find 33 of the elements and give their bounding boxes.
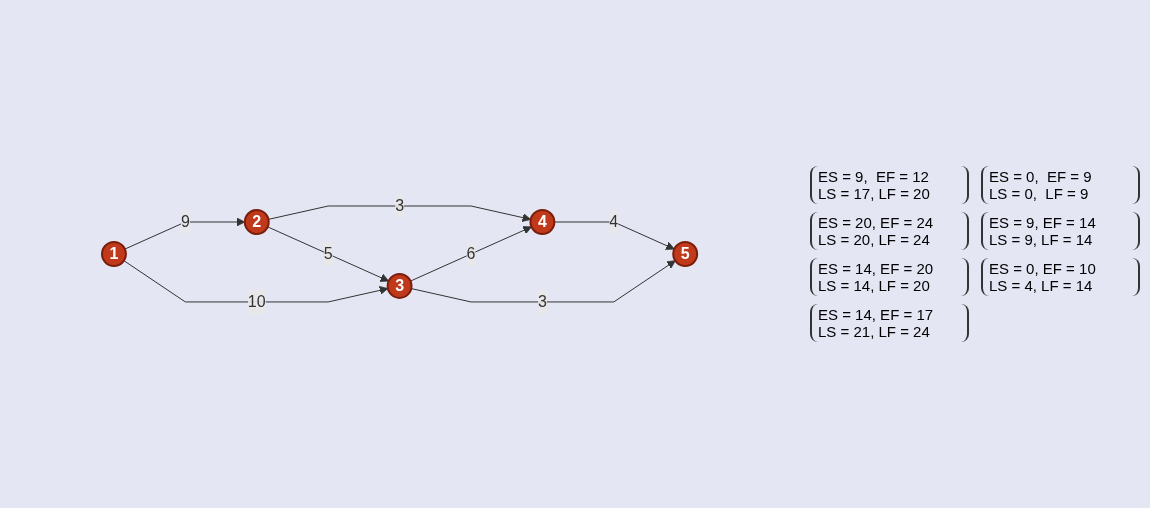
arrow [124,217,246,250]
arrow [411,260,677,303]
node-circle: 5 [672,241,699,267]
timing-note: LS = 20, LF = 24 [818,231,931,248]
edge-label: 5 [324,244,334,262]
node-circle: 3 [387,273,413,299]
arrow [410,226,533,282]
edge-label: 3 [395,197,405,215]
node-circle: 4 [529,209,556,235]
arrow [267,226,390,282]
edge-label: 9 [181,213,191,231]
timing-note: LS = 21, LF = 24 [818,323,931,340]
timing-note: ES = 14, EF = 20 [818,260,935,277]
arrow [554,221,676,250]
timing-note: LS = 14, LF = 20 [818,277,931,294]
arrow [123,260,389,303]
timing-note: ES = 20, EF = 24 [818,214,935,231]
arrow [268,205,532,222]
edge-label: 4 [609,213,619,231]
timing-note: LS = 0, LF = 9 [989,185,1090,202]
timing-note: ES = 9, EF = 14 [989,214,1097,231]
timing-note: LS = 9, LF = 14 [989,231,1094,248]
edge-label: 6 [466,244,476,262]
timing-note: ES = 14, EF = 17 [818,306,935,323]
timing-note: LS = 17, LF = 20 [818,185,931,202]
edge-label: 3 [538,292,548,310]
timing-note: ES = 0, EF = 9 [989,168,1093,185]
node-circle: 2 [244,209,271,235]
timing-note: ES = 9, EF = 12 [818,168,930,185]
timing-note: LS = 4, LF = 14 [989,277,1094,294]
node-circle: 1 [101,241,128,267]
edge-label: 10 [248,292,267,310]
timing-note: ES = 0, EF = 10 [989,260,1097,277]
